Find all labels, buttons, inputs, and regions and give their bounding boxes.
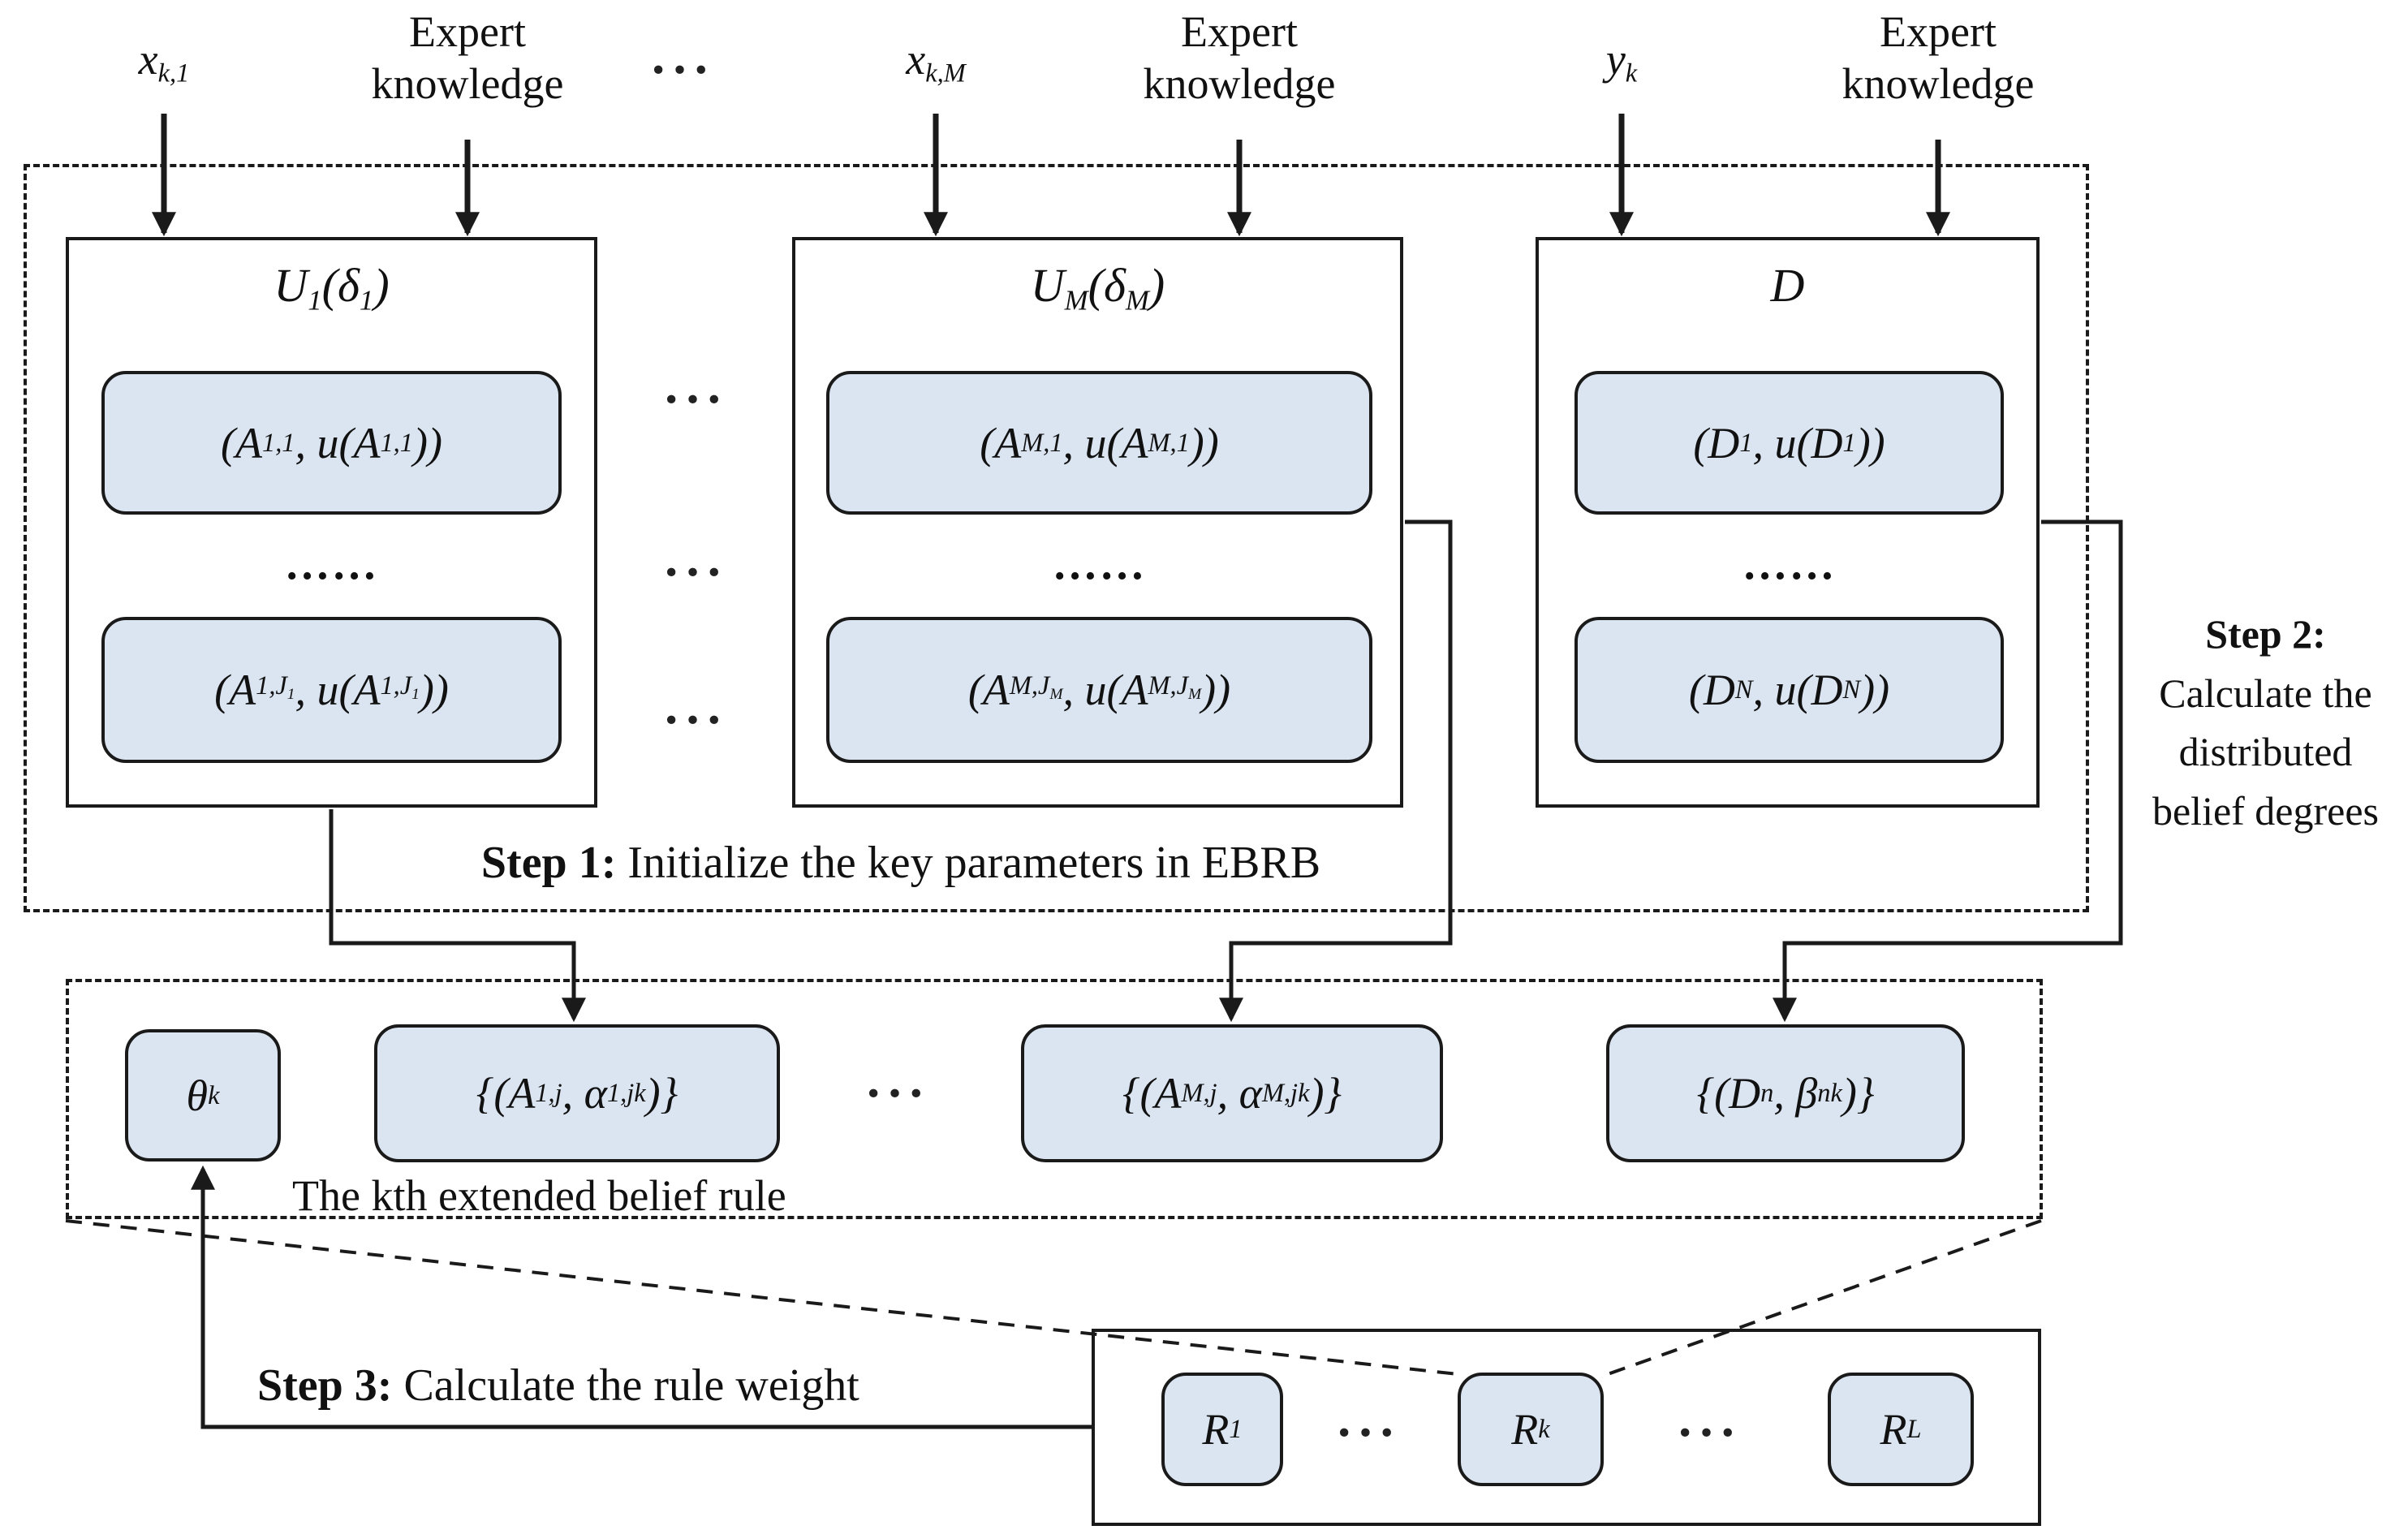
expert-knowledge-label-3: Expert knowledge (1842, 7, 2035, 108)
rule-base-ellipsis-1: ··· (1335, 1403, 1400, 1461)
top-ellipsis: ··· (649, 41, 714, 98)
step1-caption-text: Initialize the key parameters in EBRB (616, 838, 1321, 888)
rule-ellipsis: ··· (864, 1064, 929, 1122)
rule-base-ellipsis-2: ··· (1676, 1403, 1741, 1461)
d-ellipsis: …… (1742, 539, 1837, 589)
step2-caption-line3: belief degrees (2152, 787, 2379, 834)
input-label-x-k1: xk,1 (138, 35, 190, 88)
u1-ellipsis: …… (284, 539, 379, 589)
step1-caption-bold: Step 1: (480, 838, 617, 888)
expert-knowledge-label-2: Expert knowledge (1143, 7, 1336, 108)
step2-caption-line1: Calculate the (2159, 670, 2372, 716)
step2-caption-bold: Step 2: (2205, 611, 2326, 657)
belief-rule-caption: The kth extended belief rule (292, 1171, 786, 1220)
attribute-box-u1-title: U1(δ1) (274, 259, 390, 317)
column-ellipsis-2: ··· (662, 543, 727, 601)
step3-caption-text: Calculate the rule weight (392, 1360, 859, 1411)
um-ellipsis: …… (1052, 539, 1147, 589)
expert-knowledge-label-1: Expert knowledge (371, 7, 564, 108)
step2-caption: Step 2: Calculate the distributed belief… (2125, 605, 2406, 840)
input-label-x-kM: xk,M (906, 35, 966, 88)
input-label-y-k: yk (1605, 35, 1638, 88)
attribute-box-um-title: UM(δM) (1030, 259, 1165, 317)
step3-caption: Step 3: Calculate the rule weight (257, 1357, 1036, 1414)
step1-caption: Step 1: Initialize the key parameters in… (308, 834, 1493, 891)
column-ellipsis-1: ··· (662, 370, 727, 428)
column-ellipsis-3: ··· (662, 691, 727, 748)
consequent-box-d-title: D (1770, 259, 1805, 312)
step3-caption-bold: Step 3: (257, 1360, 393, 1411)
step2-caption-line2: distributed (2178, 729, 2353, 774)
